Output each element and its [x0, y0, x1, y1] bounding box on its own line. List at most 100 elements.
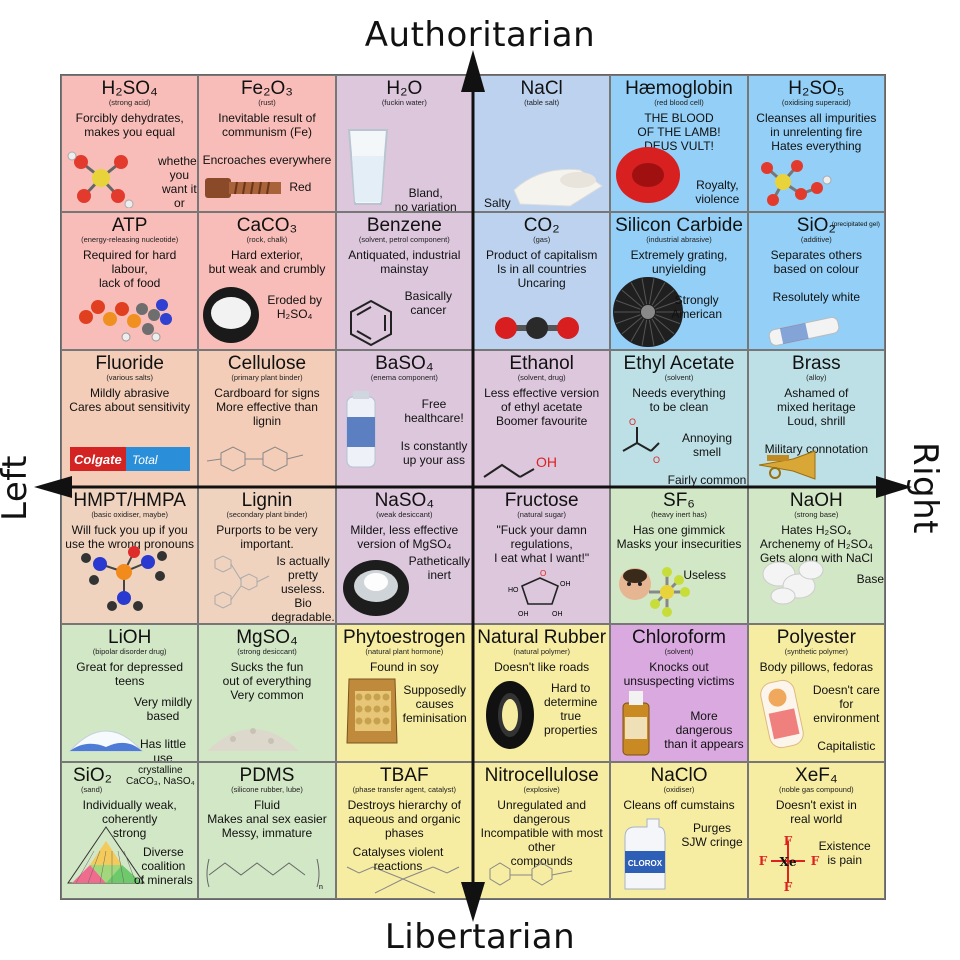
svg-text:O: O — [653, 455, 660, 465]
cell-note: Hard to determine true properties — [543, 681, 598, 738]
svg-text:OH: OH — [560, 581, 571, 588]
cell-title: Natural Rubber — [477, 627, 607, 649]
svg-text:O: O — [540, 569, 546, 578]
cell-description: Doesn't like roads — [494, 660, 590, 675]
cell-hmpa-molecule: HMPT/HMPA(basic oxidiser, maybe)Will fuc… — [61, 486, 199, 625]
cell-subtitle: (oxidising superacid) — [781, 98, 851, 107]
axis-label-left: Left — [0, 455, 35, 521]
cell-subtitle: (secondary plant binder) — [226, 509, 308, 519]
cell-note: Bland, no variation — [394, 186, 457, 213]
cell-note: Very mildly based Has little use — [134, 695, 193, 762]
cell-lignin-structure: Lignin(secondary plant binder)Purports t… — [198, 486, 336, 625]
cell-note: Supposedly causes feminisation — [402, 683, 467, 726]
cell-description: Inevitable result of communism (Fe) Encr… — [202, 111, 332, 167]
cell-description: Hard exterior, but weak and crumbly — [208, 248, 326, 277]
cell-title: SiO₂ — [73, 764, 113, 786]
cell-chloroform-bottle: Chloroform(solvent)Knocks out unsuspecti… — [610, 624, 748, 762]
cell-note: Strongly American — [671, 293, 723, 322]
cell-description: Cleanses all impurities in unrelenting f… — [756, 111, 877, 153]
cell-subtitle: (additive) — [800, 235, 832, 245]
cell-title: ATP — [111, 215, 148, 237]
cell-title: SiO₂ — [796, 215, 836, 237]
cell-benzene-ring: Benzene(solvent, petrol component)Antiqu… — [335, 212, 473, 350]
cell-title: PDMS — [239, 764, 295, 786]
compass-grid: H₂SO₄(strong acid)Forcibly dehydrates, m… — [60, 74, 886, 900]
cell-subtitle: (noble gas compound) — [779, 784, 854, 794]
cell-subtitle: (red blood cell) — [654, 98, 704, 107]
cell-title: H₂SO₄ — [101, 78, 158, 99]
cell-description: Individually weak, coherently strong — [82, 797, 177, 840]
cell-subtitle: (solvent, drug) — [517, 372, 566, 382]
cell-tbaf-structure: TBAF(phase transfer agent, catalyst)Dest… — [335, 761, 473, 899]
svg-text:n: n — [319, 884, 323, 891]
cell-note: Pathetically inert — [408, 553, 471, 582]
cell-title: SF₆ — [663, 489, 695, 511]
cell-note: Basically cancer — [404, 289, 453, 318]
cell-title: MgSO₄ — [236, 627, 298, 649]
svg-text:Xe: Xe — [779, 855, 796, 869]
cell-title: Nitrocellulose — [484, 764, 599, 786]
cell-desiccant-bowl: NaSO₄(weak desiccant)Milder, less effect… — [335, 486, 473, 625]
cell-subtitle: (natural plant hormone) — [365, 647, 444, 657]
cell-subtitle: (bipolar disorder drug) — [92, 647, 167, 657]
cell-subtitle: (rust) — [258, 98, 276, 107]
svg-text:OH: OH — [552, 611, 563, 618]
cell-note: whether you want it or not — [158, 154, 199, 211]
cell-xef4-structure: XeF₄(noble gas compound)Doesn't exist in… — [747, 761, 885, 899]
cell-red-blood-cell: Hæmoglobin(red blood cell)THE BLOOD OF T… — [610, 75, 748, 213]
cell-note: Useless — [683, 567, 727, 582]
cell-description: Cleans off cumstains — [623, 797, 735, 812]
cell-epsom-salt: MgSO₄(strong desiccant) Sucks the fun out… — [198, 624, 336, 762]
cell-subtitle: (various salts) — [106, 372, 153, 382]
cell-description: Found in soy — [369, 660, 439, 675]
cell-ethyl-acetate-structure: Ethyl Acetate(solvent)Needs everything t… — [610, 349, 748, 487]
hydroxyl-label: OH — [535, 453, 557, 470]
cell-title: Fluoride — [95, 352, 164, 374]
cell-description: Milder, less effective version of MgSO₄ — [350, 522, 459, 551]
cell-subtitle: (gas) — [533, 235, 551, 245]
cell-nitrocellulose-structure: Nitrocellulose(explosive)Unregulated and… — [472, 761, 611, 899]
cell-title: TBAF — [380, 764, 429, 786]
cell-title: BaSO₄ — [375, 352, 434, 374]
cell-description: Ashamed of mixed heritage Loud, shrill M… — [764, 385, 869, 456]
cell-note: Existence is pain — [818, 838, 871, 867]
cell-rusty-bolt: Fe₂O₃(rust) Inevitable result of communis… — [198, 75, 336, 213]
cell-note: Doesn't care for environment Capitalisti… — [812, 683, 880, 754]
svg-text:F: F — [810, 854, 819, 868]
svg-text:Total: Total — [132, 453, 158, 467]
cell-note: Salty — [483, 196, 511, 210]
cell-title: Cellulose — [227, 352, 307, 374]
cell-title: Ethanol — [509, 352, 574, 374]
cell-title: NaClO — [650, 764, 708, 786]
cell-water-glass: H₂O(fuckin water)Bland, no variation — [335, 75, 473, 213]
cell-co2-molecule: CO₂(gas)Product of capitalism Is in all … — [472, 212, 611, 350]
cell-description: Required for hard labour, lack of food — [82, 248, 177, 291]
cell-description: Unregulated and dangerous Incompatible w… — [480, 797, 603, 868]
cell-subtitle: (energy-releasing nucleotide) — [81, 235, 179, 245]
cell-title: Fe₂O₃ — [240, 78, 294, 99]
axis-label-authoritarian: Authoritarian — [364, 15, 596, 55]
cell-peroxysulfuric-molecule: H₂SO₅(oxidising superacid)Cleanses all i… — [747, 75, 885, 213]
svg-text:OH: OH — [518, 611, 529, 618]
cell-subtitle: (strong desiccant) — [237, 647, 297, 657]
cell-description: Body pillows, fedoras — [759, 660, 874, 675]
cell-title: HMPT/HMPA — [73, 489, 186, 511]
svg-text:CLOROX: CLOROX — [628, 859, 663, 868]
cell-title: CO₂ — [523, 215, 560, 237]
cell-subtitle: (solvent, petrol component) — [358, 235, 450, 245]
cell-note: Annoying smell Fairly common — [667, 430, 747, 487]
cell-title: Lignin — [241, 489, 293, 511]
cell-lithium-powder: LiOH(bipolar disorder drug)Great for dep… — [61, 624, 199, 762]
cell-soybean-bag: Phytoestrogen(natural plant hormone)Foun… — [335, 624, 473, 762]
cell-title: Silicon Carbide — [615, 215, 743, 237]
cell-subtitle: (rock, chalk) — [246, 235, 288, 245]
cell-subtitle: (natural sugar) — [517, 509, 567, 519]
cell-sf6-molecule: SF₆(heavy inert has)Has one gimmick Mask… — [610, 486, 748, 625]
svg-text:F: F — [783, 880, 792, 894]
cell-description: Sucks the fun out of everything Very com… — [222, 660, 312, 703]
cell-note: Based — [856, 571, 885, 586]
cell-subtitle: (oxidiser) — [663, 784, 695, 794]
cell-fructose-ring: Fructose(natural sugar)"Fuck your damn r… — [472, 486, 611, 625]
cell-abrasive-disc: Silicon Carbide(industrial abrasive)Extr… — [610, 212, 748, 350]
